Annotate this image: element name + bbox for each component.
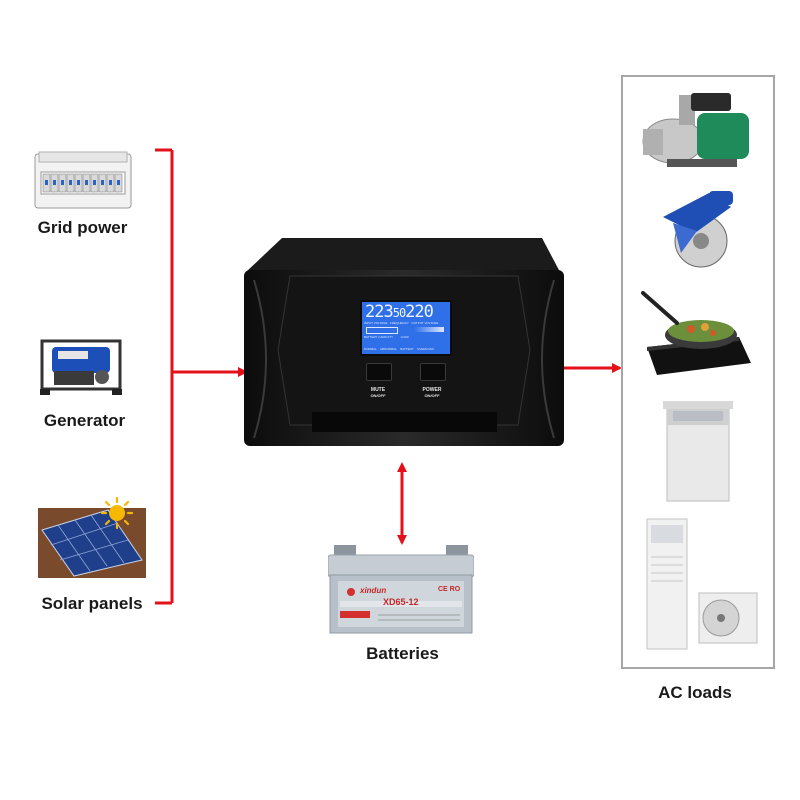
lcd-output-voltage: 220 — [405, 302, 434, 322]
inverter-body — [244, 238, 564, 446]
inverter: 22350220 INPUT VOLTAGE FREQUENCY OUTPUT … — [240, 230, 570, 450]
mute-sub: ON/OFF — [370, 393, 386, 398]
generator-label: Generator — [43, 411, 126, 430]
battery-icon — [328, 545, 474, 634]
power-caption: POWER ON/OFF — [410, 387, 454, 399]
generator-icon — [40, 339, 122, 395]
sun-icon — [100, 496, 134, 530]
lcd-frequency: 50 — [392, 306, 406, 320]
ac-loads-panel — [621, 75, 775, 669]
washing-machine-icon — [663, 401, 733, 502]
solar-source — [38, 496, 146, 578]
water-pump-icon — [642, 93, 749, 167]
breaker-panel-icon — [34, 151, 132, 209]
source-bracket — [155, 148, 174, 605]
grid-power-label: Grid power — [37, 218, 128, 237]
lcd-load-bar — [414, 327, 444, 332]
lcd-battery-bar — [366, 327, 398, 334]
power-button[interactable] — [420, 363, 446, 381]
solar-panels-label: Solar panels — [41, 594, 143, 613]
grid-power-source — [33, 150, 133, 210]
mute-button[interactable] — [366, 363, 392, 381]
battery-cert: CE RO — [438, 586, 461, 593]
battery-brand: xindun — [360, 586, 387, 595]
power-label: POWER — [422, 387, 442, 393]
batteries-label: Batteries — [366, 644, 439, 663]
power-sub: ON/OFF — [424, 393, 440, 398]
lcd-label-load: LOAD — [400, 335, 409, 339]
lcd-label-battery-status: BATTERY — [400, 347, 414, 351]
mute-caption: MUTE ON/OFF — [356, 387, 400, 399]
lcd-label-frequency: FREQUENCY — [390, 321, 409, 325]
lcd-label-normal: NORMAL — [364, 347, 377, 351]
lcd-label-abnormal: ABNORMAL — [380, 347, 397, 351]
lcd-display: 22350220 INPUT VOLTAGE FREQUENCY OUTPUT … — [360, 300, 452, 356]
mute-label: MUTE — [370, 387, 386, 393]
lcd-label-overload: OVERLOAD — [417, 347, 434, 351]
solar-panel-icon — [38, 508, 146, 578]
lcd-label-battery: BATTERY CAPACITY — [364, 335, 394, 339]
battery-model: XD65-12 — [383, 597, 419, 607]
induction-cooker-icon — [641, 291, 751, 375]
air-conditioner-icon — [646, 518, 758, 650]
lcd-label-input: INPUT VOLTAGE — [364, 321, 388, 325]
generator-source — [38, 335, 124, 397]
lcd-label-output: OUTPUT VOLTAGE — [411, 321, 439, 325]
ac-loads-label: AC loads — [658, 683, 732, 702]
battery: xindun CE RO XD65-12 — [328, 545, 474, 635]
circular-saw-icon — [663, 191, 733, 268]
lcd-input-voltage: 223 — [365, 302, 394, 322]
